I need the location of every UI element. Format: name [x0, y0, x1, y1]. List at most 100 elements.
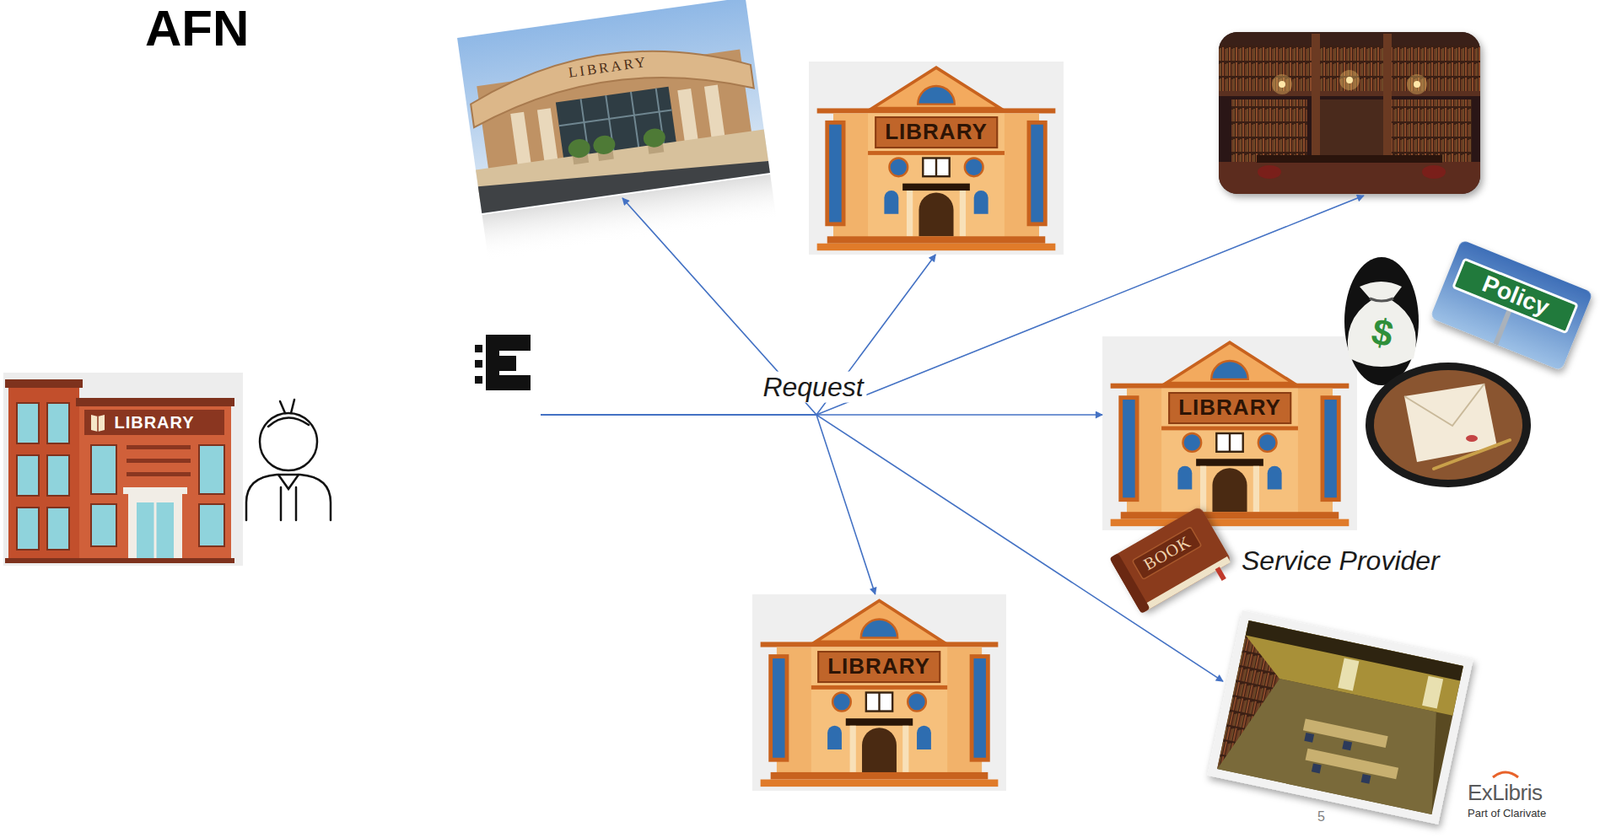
logo-text: ExLibris: [1467, 781, 1542, 807]
requesting-library: [91, 504, 117, 547]
page-number: 5: [1317, 809, 1326, 825]
library-photo: [592, 134, 617, 156]
reading-room-photo: [1231, 99, 1308, 164]
library-interior-photo: [1422, 676, 1444, 710]
library-photo: [457, 0, 771, 214]
requesting-library: [3, 372, 243, 566]
connector-group: [540, 195, 1364, 682]
reading-room-photo: [1217, 30, 1482, 196]
requesting-library: [5, 558, 235, 564]
letter-icon: [1465, 435, 1478, 442]
person-icon: [268, 417, 309, 427]
library-building: [808, 61, 1064, 255]
letter-icon: [1433, 440, 1510, 469]
reading-room-photo: [1218, 32, 1481, 194]
reading-room-photo: [1315, 99, 1384, 164]
library-photo: [677, 88, 699, 146]
requesting-library: [126, 472, 191, 477]
library-interior-photo: [1337, 657, 1359, 691]
library-interior-photo: [1217, 635, 1288, 779]
letter-icon: [1365, 362, 1531, 488]
person-icon: [246, 399, 331, 521]
sign-text: Policy: [1477, 270, 1553, 323]
reading-room-photo: [1346, 76, 1353, 84]
policy-sign: [1429, 239, 1593, 372]
requesting-library: [79, 404, 232, 561]
requesting-library: [154, 502, 157, 561]
library-building: [1102, 336, 1358, 531]
requesting-library: [47, 507, 70, 550]
requesting-library: [199, 504, 225, 547]
system-logo: [474, 360, 483, 368]
node-label: LIBRARY: [1168, 392, 1292, 425]
reading-room-photo: [1256, 155, 1443, 163]
library-interior-photo: [1341, 741, 1353, 752]
requesting-library: [126, 445, 191, 450]
library-photo: [641, 127, 667, 149]
requesting-library: [199, 445, 225, 495]
library-building: [752, 594, 1007, 792]
requesting-library: [128, 492, 183, 561]
library-photo: [457, 0, 777, 261]
edge-label: Request: [759, 371, 867, 404]
policy-sign: [1492, 308, 1512, 345]
system-logo: [474, 334, 531, 391]
book-icon: [1131, 527, 1202, 581]
book-icon: [1109, 506, 1232, 615]
reading-room-photo: [1257, 165, 1282, 179]
node-label: LIBRARY: [874, 116, 998, 149]
reading-room-photo: [1218, 32, 1481, 196]
reading-room-photo: [1278, 80, 1286, 88]
logo-arc: [1492, 772, 1519, 778]
money-bag-icon: [1344, 257, 1419, 386]
reading-room-photo: [1422, 165, 1446, 179]
library-interior-photo: [1311, 764, 1322, 775]
reading-room-photo: [1383, 33, 1392, 169]
reading-room-photo: [1391, 99, 1472, 164]
requesting-library: [126, 458, 191, 464]
library-interior-photo: [1206, 610, 1473, 825]
library-photo: LIBRARY: [472, 16, 760, 199]
reading-room-photo: [1218, 45, 1481, 93]
library-photo: [566, 137, 592, 159]
requesting-library: [16, 403, 39, 444]
request-arrow: [540, 414, 876, 595]
person-icon: [280, 487, 297, 521]
requesting-library: [84, 409, 225, 436]
slide-title: AFN: [145, 3, 249, 54]
library-interior-photo: [1303, 732, 1315, 744]
service-provider-library: LIBRARYService Provider: [1102, 336, 1466, 582]
book-icon: [1109, 506, 1238, 625]
library-photo: [555, 86, 677, 162]
library-photo: [478, 145, 771, 214]
reading-room-photo: [1271, 74, 1293, 95]
library-photo: [555, 86, 677, 162]
system-logo: [474, 344, 483, 353]
library-building: LIBRARY: [808, 61, 1064, 255]
node-label: LIBRARY: [567, 53, 649, 82]
policy-sign: [1429, 239, 1593, 372]
policy-sign: [1453, 258, 1578, 333]
requesting-library: [3, 372, 243, 566]
requesting-library: [16, 507, 39, 550]
letter-icon: [1373, 370, 1523, 480]
money-bag-icon: [1347, 281, 1417, 367]
logo-subtitle: Part of Clarivate: [1467, 808, 1547, 821]
book-title: BOOK: [1139, 532, 1194, 575]
node-label: LIBRARY: [113, 413, 194, 433]
node-label: LIBRARY: [817, 651, 941, 684]
library-photo: [537, 107, 559, 166]
system-logo: [485, 355, 517, 372]
person-icon: [246, 474, 331, 521]
currency-symbol: $: [1368, 310, 1397, 357]
requesting-library: [47, 455, 70, 496]
requesting-library: [47, 403, 70, 444]
library-interior-photo: [1217, 620, 1464, 815]
requesting-library: [96, 416, 99, 432]
requesting-library: [16, 455, 39, 496]
system-logo: [485, 375, 531, 391]
library-photo: [704, 85, 726, 143]
